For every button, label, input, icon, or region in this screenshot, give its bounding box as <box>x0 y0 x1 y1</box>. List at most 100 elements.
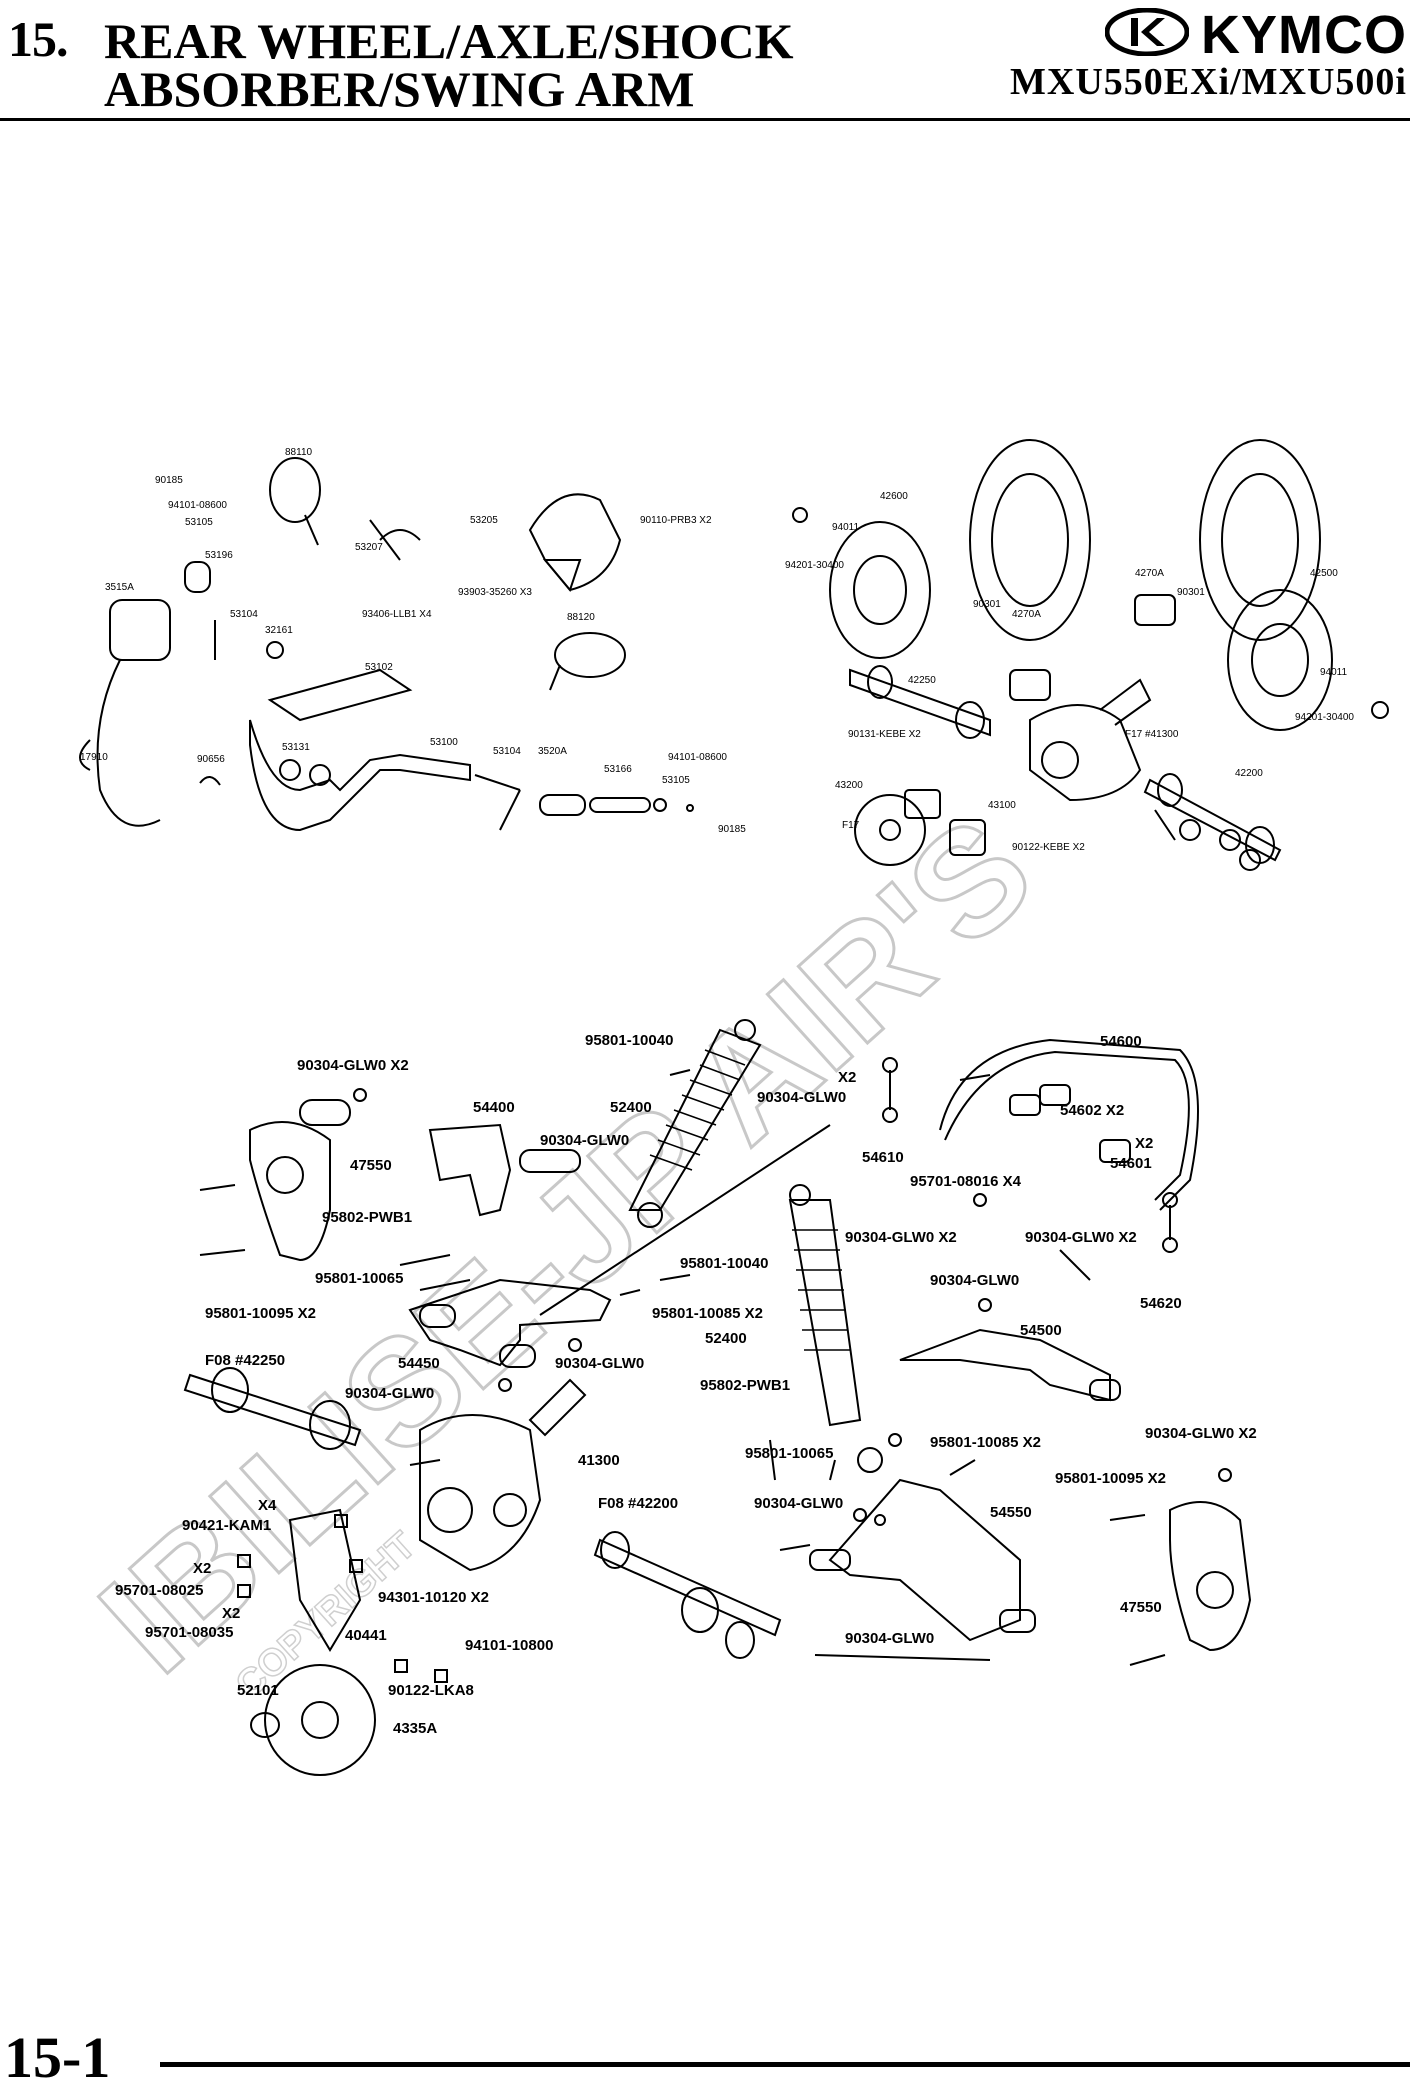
callout: F17 #41300 <box>1125 729 1179 740</box>
callout: 53196 <box>205 550 233 561</box>
left-switch <box>109 599 171 661</box>
disc-hub-plate <box>288 1508 362 1652</box>
callout: 90304-GLW0 <box>555 1355 644 1372</box>
callout: X2 <box>193 1560 211 1577</box>
callout: 90304-GLW0 X2 <box>845 1229 957 1246</box>
callout: 42600 <box>880 491 908 502</box>
callout: 95801-10095 X2 <box>205 1305 316 1322</box>
callout: 95802-PWB1 <box>322 1209 412 1226</box>
callout: 32161 <box>265 625 293 636</box>
callout: 95701-08035 <box>145 1624 233 1641</box>
lower-suspension-group <box>183 1019 1252 1776</box>
callout: 90304-GLW0 X2 <box>1145 1425 1257 1442</box>
model-name: MXU550EXi/MXU500i <box>1010 61 1407 103</box>
callout: 52101 <box>237 1682 279 1699</box>
callout: 4335A <box>393 1720 437 1737</box>
callout: 53104 <box>493 746 521 757</box>
callout: 90304-GLW0 <box>540 1132 629 1149</box>
callout: 54610 <box>862 1149 904 1166</box>
callout: 42250 <box>908 675 936 686</box>
callout: 95701-08025 <box>115 1582 203 1599</box>
callout: 17910 <box>80 752 108 763</box>
callout: 90110-PRB3 X2 <box>640 515 712 526</box>
callout: 53105 <box>662 775 690 786</box>
mirror-right <box>554 632 626 678</box>
page-title-line1: REAR WHEEL/AXLE/SHOCK <box>104 13 794 69</box>
upper-arm-right <box>899 1328 1111 1402</box>
callout: X4 <box>258 1497 277 1514</box>
callout: 94011 <box>1320 667 1348 678</box>
callout: 3520A <box>538 746 567 757</box>
upper-left-handlebar-group <box>79 457 694 832</box>
header-rule <box>0 118 1410 121</box>
callout: 54500 <box>1020 1322 1062 1339</box>
callout: 52400 <box>610 1099 652 1116</box>
brand-name: KYMCO <box>1201 5 1407 65</box>
wheel-right <box>1227 589 1333 731</box>
callout: 90304-GLW0 <box>757 1089 846 1106</box>
callout: 94301-10120 X2 <box>378 1589 489 1606</box>
callout: 95801-10095 X2 <box>1055 1470 1166 1487</box>
callout: 53166 <box>604 764 632 775</box>
differential <box>1029 704 1142 802</box>
callout: 53100 <box>430 737 458 748</box>
lower-arm-right <box>828 1478 1021 1642</box>
callout: 95801-10065 <box>745 1445 833 1462</box>
footer-rule <box>160 2062 1410 2067</box>
callout: 94201-30400 <box>1295 712 1354 723</box>
driveshaft-right <box>1143 778 1282 862</box>
callout: 40441 <box>345 1627 387 1644</box>
callout: F08 #42250 <box>205 1352 285 1369</box>
callout: 90301 <box>973 599 1001 610</box>
upper-right-axle-group <box>792 439 1389 871</box>
brake-disc-upper <box>854 794 926 866</box>
callout: 90304-GLW0 <box>345 1385 434 1402</box>
callout: 95801-10040 <box>680 1255 768 1272</box>
callout: 90304-GLW0 X2 <box>1025 1229 1137 1246</box>
callout: 54450 <box>398 1355 440 1372</box>
callout: 95801-10085 X2 <box>930 1434 1041 1451</box>
callout: 95801-10085 X2 <box>652 1305 763 1322</box>
lower-arm-left <box>408 1278 612 1367</box>
callout: X2 <box>222 1605 240 1622</box>
section-number: 15. <box>8 11 68 67</box>
callout: 94101-10800 <box>465 1637 553 1654</box>
callout: 43100 <box>988 800 1016 811</box>
caliper-upper <box>949 819 986 856</box>
callout: 94011 <box>832 522 860 533</box>
callout: 54400 <box>473 1099 515 1116</box>
callout: 90304-GLW0 X2 <box>297 1057 409 1074</box>
callout: X2 <box>1135 1135 1153 1152</box>
seal-52101 <box>250 1712 280 1738</box>
callout: 53205 <box>470 515 498 526</box>
kymco-logo-icon <box>1105 8 1189 56</box>
callout: 95802-PWB1 <box>700 1377 790 1394</box>
upper-left-labels: 88110 90185 94101-08600 53105 53196 5320… <box>80 447 746 835</box>
pinion-boot <box>528 1378 587 1437</box>
callout: 94101-08600 <box>668 752 727 763</box>
grip-right <box>589 797 651 813</box>
driveshaft-left <box>849 668 991 737</box>
callout: 54550 <box>990 1504 1032 1521</box>
callout: 90304-GLW0 <box>754 1495 843 1512</box>
callout: 41300 <box>578 1452 620 1469</box>
callout: 88120 <box>567 612 595 623</box>
callout: 93903-35260 X3 <box>458 587 532 598</box>
tire-right <box>1199 439 1321 641</box>
driveshaft-lower-left <box>183 1373 362 1447</box>
callout: 95801-10065 <box>315 1270 403 1287</box>
callout: 90304-GLW0 <box>930 1272 1019 1289</box>
callout: 90122-KEBE X2 <box>1012 842 1085 853</box>
callout: 47550 <box>1120 1599 1162 1616</box>
handle-cover <box>528 493 622 592</box>
callout: 53105 <box>185 517 213 528</box>
callout: 90185 <box>718 824 746 835</box>
callout: 94201-30400 <box>785 560 844 571</box>
wheel-left <box>829 521 931 659</box>
upper-right-labels: 42600 94011 94201-30400 90301 4270A 4270… <box>785 491 1354 853</box>
page-title-line2: ABSORBER/SWING ARM <box>104 61 695 117</box>
callout: 53207 <box>355 542 383 553</box>
tire-left <box>969 439 1091 641</box>
throttle-grip-left <box>184 561 211 593</box>
